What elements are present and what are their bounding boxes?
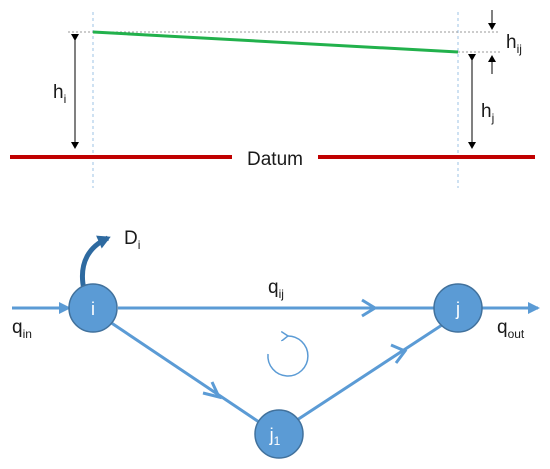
head-profile: Datum hi hj hij xyxy=(10,10,535,188)
pipe-i-j1-arrowhead xyxy=(202,381,222,400)
node-j: j xyxy=(433,283,483,333)
pipe-network: i j j1 qin qout qij Di xyxy=(12,228,540,459)
node-i-label: i xyxy=(91,299,95,319)
demand-arrow xyxy=(80,235,111,291)
q-in-label: qin xyxy=(12,317,32,341)
pipe-i-j1 xyxy=(109,320,260,424)
hj-label: hj xyxy=(481,101,494,125)
node-i: i xyxy=(68,283,118,333)
q-out-label: qout xyxy=(497,317,525,341)
q-ij-label: qij xyxy=(268,277,284,301)
node-j-label: j xyxy=(455,299,460,319)
hi-label: hi xyxy=(53,82,66,106)
node-j1-label: j1 xyxy=(269,425,281,448)
pipe-j1-j-arrowhead xyxy=(390,343,408,364)
pipe-j1-j xyxy=(296,323,443,422)
loop-direction-icon xyxy=(267,336,309,377)
datum-label: Datum xyxy=(247,149,303,170)
pipe-i-j-arrowhead xyxy=(361,298,378,318)
hydraulic-grade-line xyxy=(92,30,459,54)
demand-label: Di xyxy=(124,228,140,252)
hij-label: hij xyxy=(506,32,522,56)
node-j1: j1 xyxy=(254,409,304,459)
